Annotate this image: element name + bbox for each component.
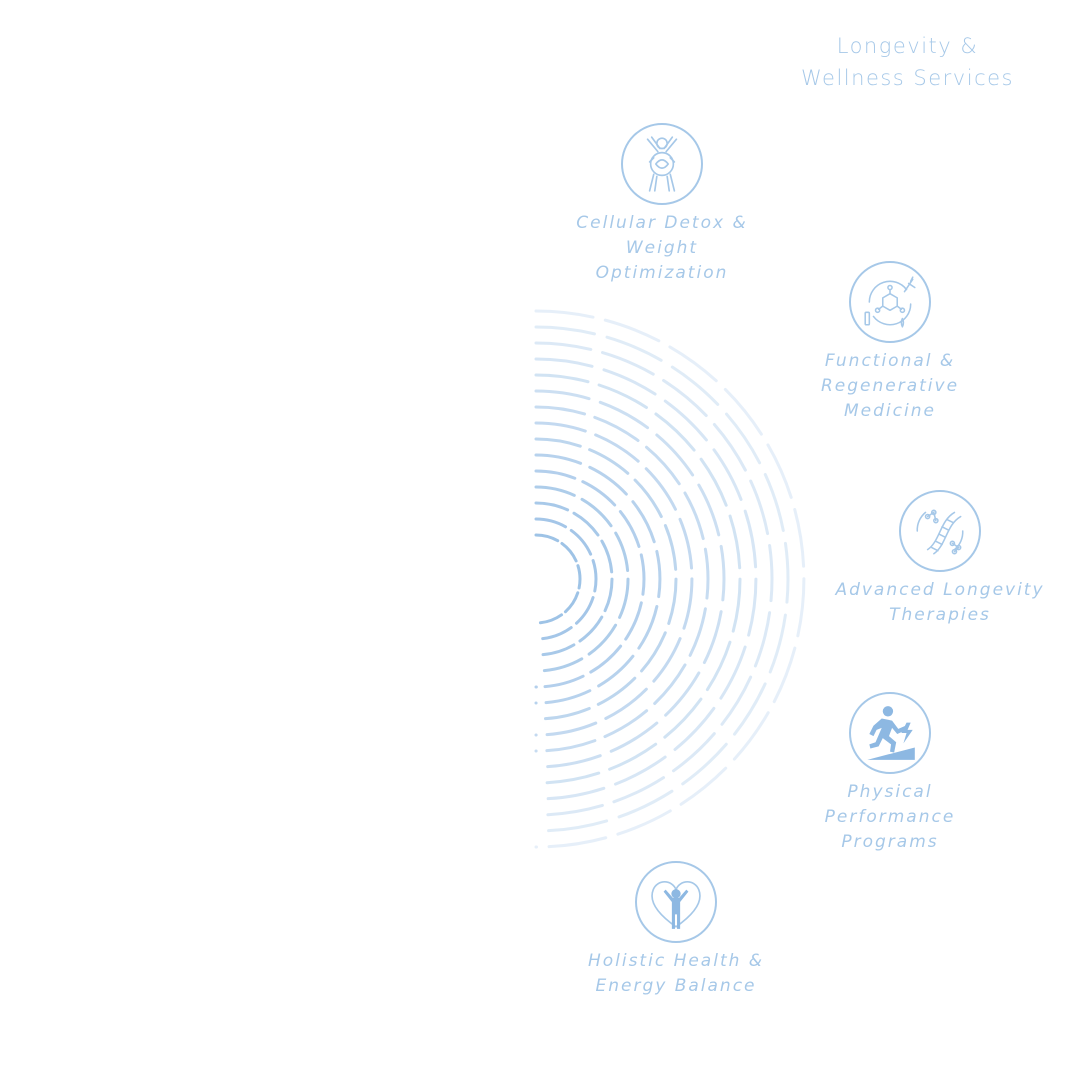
service-label: Holistic Health & Energy Balance — [566, 949, 786, 999]
service-label-line: Cellular Detox & — [576, 213, 748, 233]
service-label: Physical Performance Programs — [790, 780, 990, 855]
ring-arc — [534, 405, 710, 753]
service-label-line: Programs — [841, 832, 939, 852]
service-label-line: Functional & — [824, 351, 956, 371]
title-line-2: Wellness Services — [801, 66, 1014, 90]
ring-arc — [534, 517, 598, 641]
service-label-line: Weight — [625, 238, 699, 258]
service-label-line: Energy Balance — [595, 976, 757, 996]
service-label-line: Physical — [847, 782, 933, 802]
title-line-1: Longevity & — [836, 34, 979, 58]
service-badge — [635, 861, 717, 943]
service-physical-performance: Physical Performance Programs — [790, 692, 990, 855]
service-badge — [849, 692, 931, 774]
ring-arc — [534, 421, 694, 737]
ring-arc — [534, 309, 806, 849]
service-label-line: Advanced Longevity — [835, 580, 1045, 600]
ring-arc — [534, 341, 774, 817]
molecule-syringe-icon — [864, 276, 916, 328]
service-label: Cellular Detox & Weight Optimization — [562, 211, 762, 286]
service-badge — [621, 123, 703, 205]
service-longevity-therapies: Advanced Longevity Therapies — [830, 490, 1050, 628]
service-label: Functional & Regenerative Medicine — [790, 349, 990, 424]
service-label-line: Optimization — [595, 263, 729, 283]
running-figure-icon — [867, 706, 915, 760]
detox-figure-icon — [646, 136, 678, 192]
service-cellular-detox: Cellular Detox & Weight Optimization — [562, 123, 762, 286]
heart-figure-icon — [651, 881, 701, 929]
ring-arc — [534, 533, 582, 625]
ring-arc — [534, 501, 614, 657]
ring-arc — [534, 485, 630, 673]
page-title: Longevity & Wellness Services — [780, 30, 1035, 94]
ring-arc — [534, 325, 790, 833]
service-label-line: Holistic Health & — [587, 951, 765, 971]
ring-arc — [534, 373, 742, 785]
service-label-line: Performance — [824, 807, 956, 827]
service-badge — [899, 490, 981, 572]
service-functional-medicine: Functional & Regenerative Medicine — [790, 261, 990, 424]
ring-arc — [534, 389, 726, 769]
dna-helix-icon — [916, 509, 964, 555]
ring-arc — [534, 437, 678, 721]
service-holistic-health: Holistic Health & Energy Balance — [566, 861, 786, 999]
ring-arc — [534, 469, 646, 689]
service-badge — [849, 261, 931, 343]
service-label-line: Regenerative — [820, 376, 960, 396]
service-label-line: Medicine — [844, 401, 936, 421]
ring-arc — [534, 357, 758, 801]
ring-arc — [534, 453, 662, 705]
service-label-line: Therapies — [889, 605, 991, 625]
service-label: Advanced Longevity Therapies — [830, 578, 1050, 628]
